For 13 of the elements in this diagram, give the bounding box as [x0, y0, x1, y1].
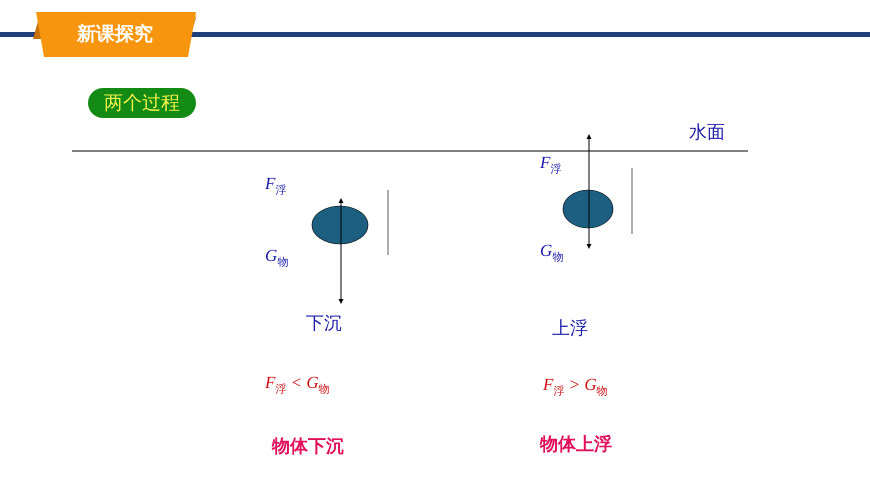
process-label: 下沉	[306, 312, 342, 335]
section-title: 新课探究	[76, 22, 154, 47]
force-label: G$_{物}$	[540, 241, 564, 264]
result-text: 物体下沉	[272, 435, 344, 458]
water-surface-label: 水面	[689, 121, 725, 144]
condition-formula: F$_{浮}$ < G$_{物}$	[265, 373, 330, 396]
force-label: F$_{浮}$	[265, 174, 286, 198]
force-label: G$_{物}$	[265, 246, 288, 270]
condition-formula: F$_{浮}$ > G$_{物}$	[543, 375, 608, 398]
force-label: F$_{浮}$	[540, 153, 562, 176]
process-label: 上浮	[552, 317, 588, 340]
result-text: 物体上浮	[540, 433, 612, 456]
heading-pill: 两个过程	[88, 88, 196, 118]
